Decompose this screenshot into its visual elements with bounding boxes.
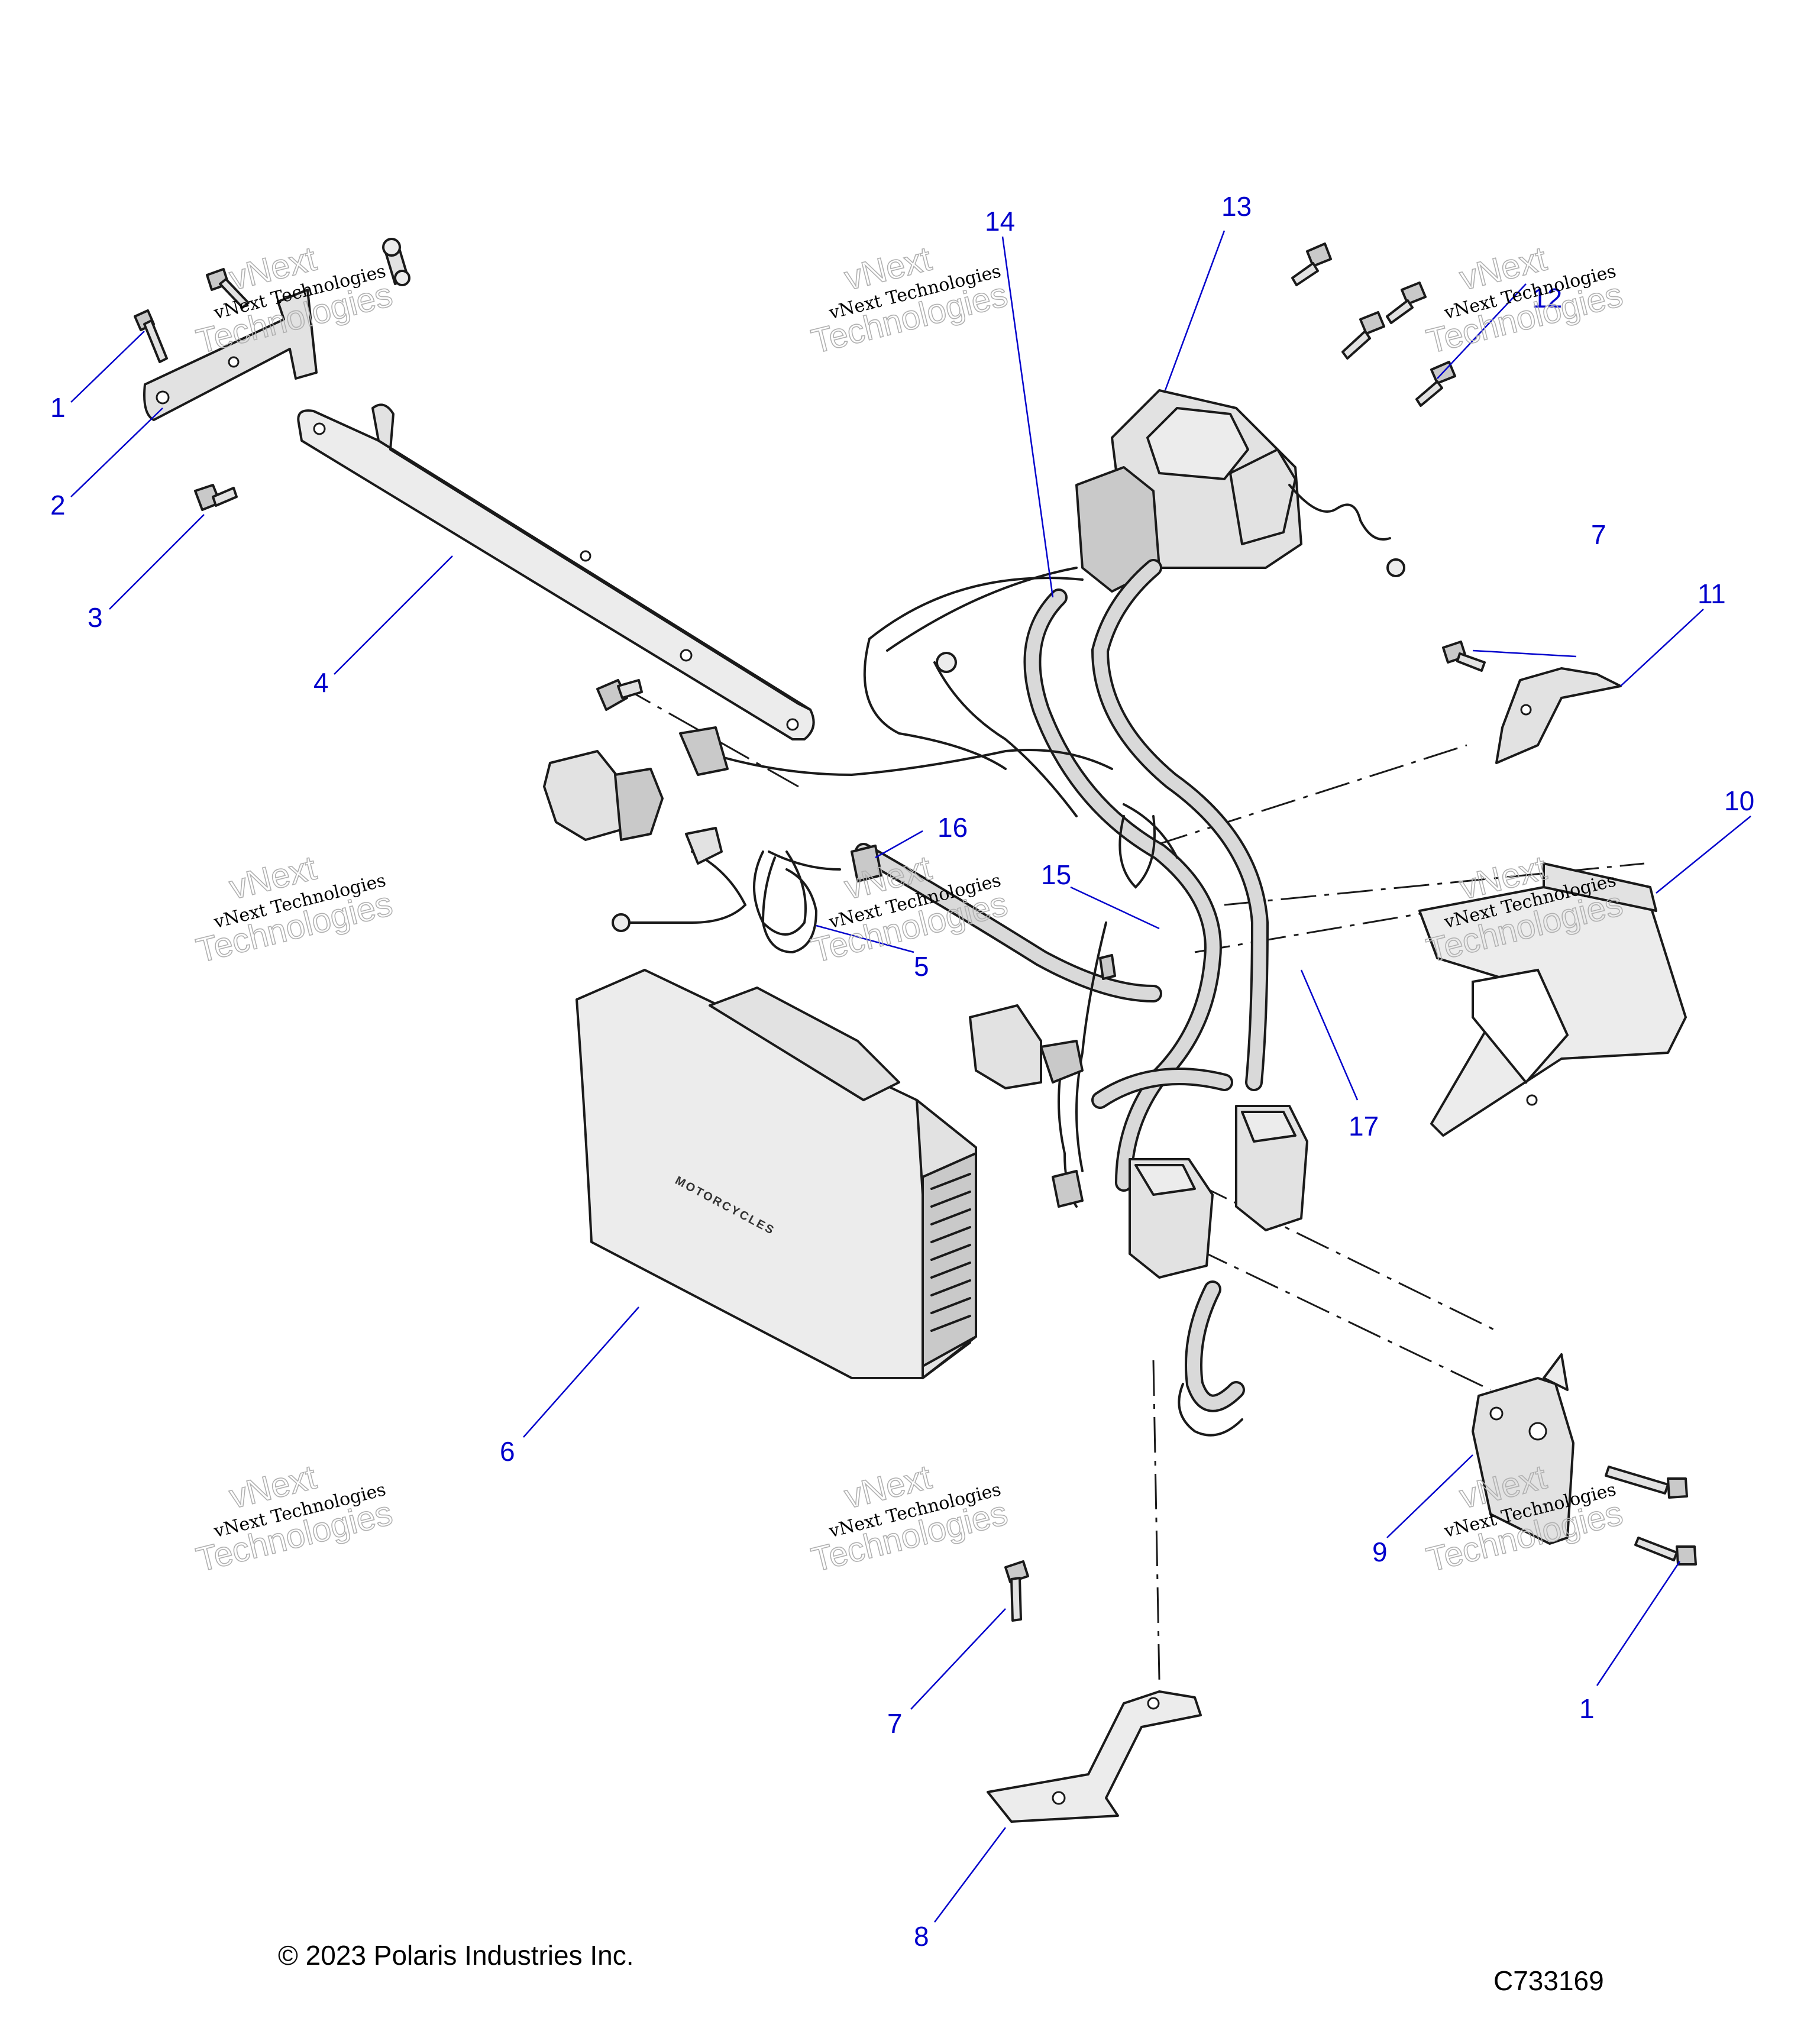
module-fins xyxy=(930,1173,971,1332)
callout-12: 12 xyxy=(1532,283,1562,313)
bolt-part-7-upper xyxy=(1442,641,1486,672)
callout-1-lower: 1 xyxy=(1579,1693,1595,1724)
callout-8: 8 xyxy=(914,1921,929,1952)
copyright-text: © 2023 Polaris Industries Inc. xyxy=(278,1940,634,1971)
watermark-mid-left: vNext vNext Technologies Technologies xyxy=(192,848,397,971)
callout-14: 14 xyxy=(985,206,1015,237)
cable-tie-part-5 xyxy=(753,850,807,936)
callout-17: 17 xyxy=(1349,1111,1379,1141)
callout-13: 13 xyxy=(1221,191,1252,222)
callout-4: 4 xyxy=(313,667,329,698)
callout-6: 6 xyxy=(500,1436,515,1467)
callout-7-upper: 7 xyxy=(1591,519,1606,550)
fastener-group-top-left xyxy=(134,238,410,511)
callout-9: 9 xyxy=(1372,1537,1388,1567)
harness-connectors xyxy=(543,726,1308,1279)
wiring-harness-part-14 xyxy=(612,559,1269,1437)
callout-15: 15 xyxy=(1041,859,1071,890)
bracket-part-10 xyxy=(1418,862,1687,1137)
watermark-low-center: vNext vNext Technologies Technologies xyxy=(807,1457,1012,1580)
nut-near-strap xyxy=(596,679,643,711)
callout-labels: 1 2 3 4 5 6 7 7 8 9 10 11 12 13 14 15 16… xyxy=(50,191,1754,1952)
strap-part-4 xyxy=(297,403,815,740)
watermark-top-center: vNext vNext Technologies Technologies xyxy=(807,239,1012,361)
figure-id: C733169 xyxy=(1493,1965,1604,1996)
callout-7-lower: 7 xyxy=(887,1708,903,1739)
bolt-part-7-lower xyxy=(1004,1560,1029,1622)
bracket-part-11 xyxy=(1495,667,1622,764)
callout-16: 16 xyxy=(937,812,968,843)
callout-2: 2 xyxy=(50,490,66,520)
callout-5: 5 xyxy=(914,951,929,982)
callout-10: 10 xyxy=(1724,785,1754,816)
control-module-part-6: MOTORCYCLES xyxy=(576,969,977,1379)
callout-11: 11 xyxy=(1698,578,1726,609)
screws-part-1-lower xyxy=(1605,1466,1697,1566)
callout-3: 3 xyxy=(88,602,103,633)
charge-port-part-13 xyxy=(1075,389,1405,593)
bracket-part-8 xyxy=(987,1690,1202,1823)
watermark-top-right: vNext vNext Technologies Technologies xyxy=(1422,239,1627,361)
callout-1: 1 xyxy=(50,392,66,423)
watermark-low-left: vNext vNext Technologies Technologies xyxy=(192,1457,397,1580)
leader-lines xyxy=(70,230,1751,1923)
bracket-part-9 xyxy=(1472,1353,1574,1545)
